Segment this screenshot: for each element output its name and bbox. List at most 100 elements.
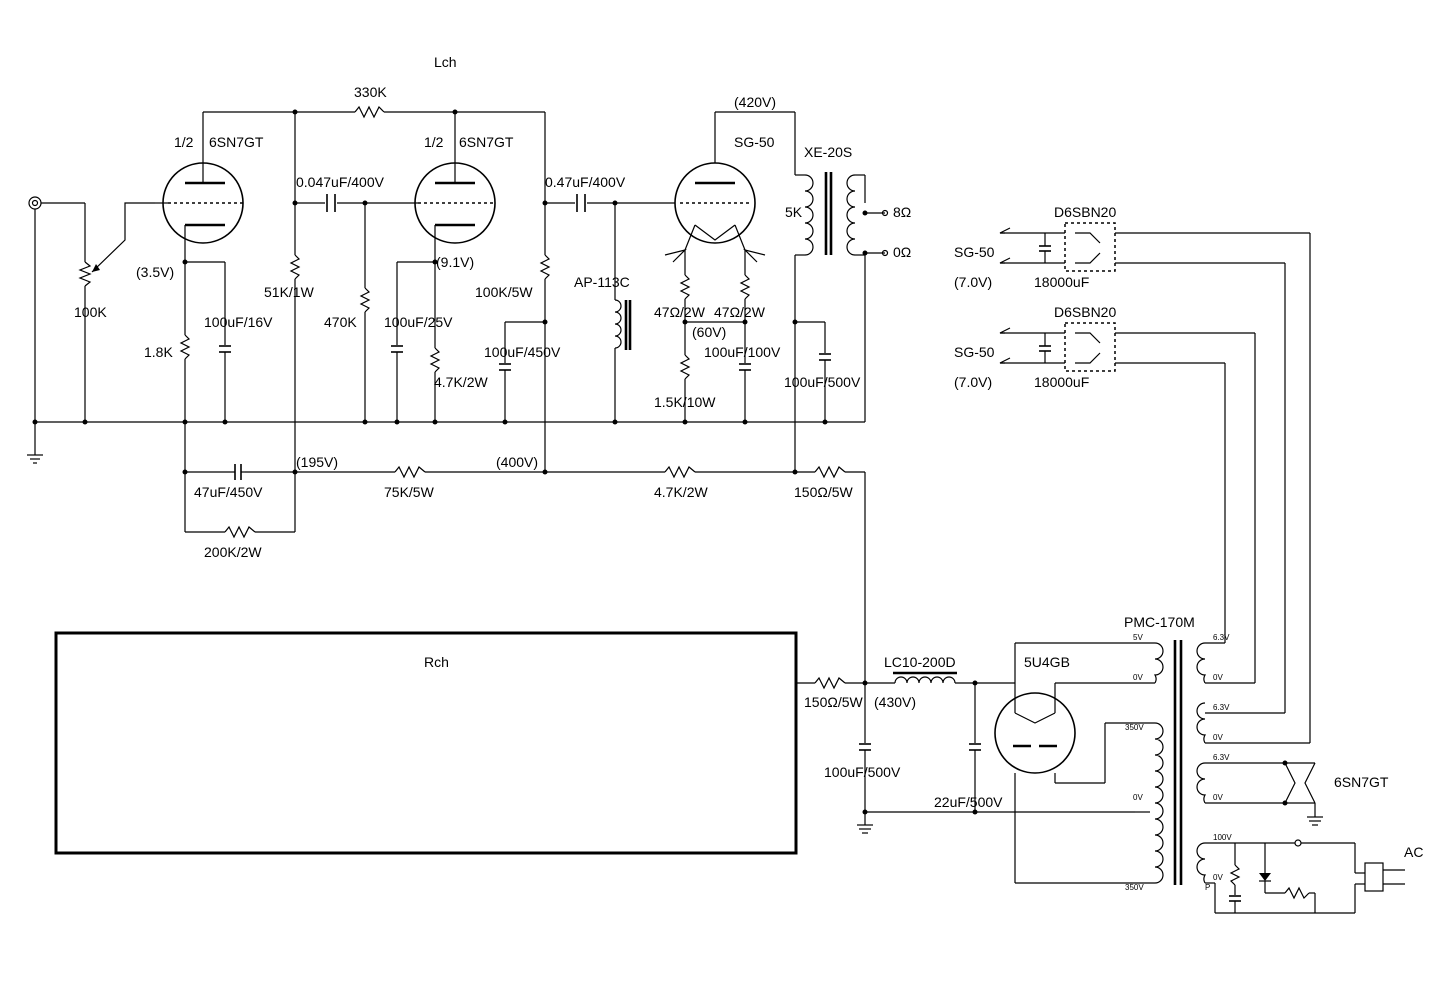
label-1-5k: 1.5K/10W — [654, 394, 716, 410]
tap-0v-e: 0V — [1213, 793, 1223, 802]
label-5u4gb: 5U4GB — [1024, 654, 1070, 670]
label-tube2-half: 1/2 — [424, 134, 444, 150]
label-470k: 470K — [324, 314, 357, 330]
label-5k: 5K — [785, 204, 803, 220]
tap-6-3v-b: 6.3V — [1213, 703, 1230, 712]
label-4-7k2w: 4.7K/2W — [434, 374, 488, 390]
label-sg50-h1: SG-50 — [954, 244, 995, 260]
resistor-1-5k — [679, 354, 691, 380]
tap-100v: 100V — [1213, 833, 1232, 842]
label-8ohm: 8Ω — [893, 204, 911, 220]
label-ap113c: AP-113C — [574, 274, 630, 290]
label-tube1-half: 1/2 — [174, 134, 194, 150]
label-c100-16: 100uF/16V — [204, 314, 273, 330]
tube-v1 — [155, 112, 245, 262]
label-0ohm: 0Ω — [893, 244, 911, 260]
heater-supply-2 — [999, 322, 1256, 683]
tap-0v-d: 0V — [1213, 733, 1223, 742]
label-c100-500b: 100uF/500V — [824, 764, 901, 780]
rch-block — [54, 631, 798, 855]
label-c0047: 0.047uF/400V — [296, 174, 385, 190]
label-200k: 200K/2W — [204, 544, 262, 560]
label-18000-a: 18000uF — [1034, 274, 1089, 290]
label-6sn7-heater: 6SN7GT — [1334, 774, 1389, 790]
resistor-150a — [814, 465, 846, 479]
choke-ap113c — [614, 299, 632, 350]
choke-lc10 — [893, 671, 957, 684]
label-47b: 47Ω/2W — [714, 304, 766, 320]
resistor-150b — [814, 676, 846, 690]
tap-0v-a: 0V — [1133, 673, 1143, 682]
tube-v2 — [414, 112, 496, 262]
label-c047: 0.47uF/400V — [545, 174, 626, 190]
label-c47-450: 47uF/450V — [194, 484, 263, 500]
label-d6sbn20-b: D6SBN20 — [1054, 304, 1116, 320]
label-330k: 330K — [354, 84, 387, 100]
resistor-47b — [739, 274, 751, 300]
transformer-xe20s — [794, 112, 889, 257]
tap-0v-f: 0V — [1213, 873, 1223, 882]
label-ac: AC — [1404, 844, 1423, 860]
tap-0v-b: 0V — [1133, 793, 1143, 802]
resistor-470k — [359, 287, 371, 313]
tap-p: P — [1205, 883, 1210, 892]
resistor-200k — [224, 525, 256, 539]
label-51k: 51K/1W — [264, 284, 315, 300]
label-150a: 150Ω/5W — [794, 484, 854, 500]
label-pot-100k: 100K — [74, 304, 107, 320]
label-xe20s: XE-20S — [804, 144, 852, 160]
transformer-pmc170m — [1135, 640, 1207, 885]
resistor-51k — [289, 254, 301, 280]
label-tube2-name: 6SN7GT — [459, 134, 514, 150]
lch-label: Lch — [434, 54, 457, 70]
volume-pot — [78, 202, 155, 422]
input-jack — [27, 196, 86, 464]
resistor-330k — [354, 105, 385, 119]
tap-350v-b: 350V — [1125, 883, 1144, 892]
resistor-4-7k — [429, 347, 441, 373]
resistor-4-7k-b — [664, 465, 696, 479]
label-sg50-out: SG-50 — [734, 134, 775, 150]
label-d6sbn20-a: D6SBN20 — [1054, 204, 1116, 220]
label-pmc170m: PMC-170M — [1124, 614, 1195, 630]
rch-label: Rch — [424, 654, 449, 670]
label-c22-500: 22uF/500V — [934, 794, 1003, 810]
label-7v-b: (7.0V) — [954, 374, 992, 390]
label-c100-100: 100uF/100V — [704, 344, 781, 360]
label-420v: (420V) — [734, 94, 776, 110]
tap-6-3v-a: 6.3V — [1213, 633, 1230, 642]
label-sg50-h2: SG-50 — [954, 344, 995, 360]
label-430v: (430V) — [874, 694, 916, 710]
resistor-47a — [679, 274, 691, 300]
heater-supply-1 — [999, 222, 1311, 743]
b-plus-rail — [185, 471, 866, 683]
label-c100-500a: 100uF/500V — [784, 374, 861, 390]
tap-6-3v-c: 6.3V — [1213, 753, 1230, 762]
tap-350v-a: 350V — [1125, 723, 1144, 732]
label-100k5w: 100K/5W — [475, 284, 533, 300]
label-75k: 75K/5W — [384, 484, 435, 500]
label-c100-25: 100uF/25V — [384, 314, 453, 330]
label-150b: 150Ω/5W — [804, 694, 864, 710]
tube-5u4gb — [994, 643, 1076, 774]
label-60v: (60V) — [692, 324, 726, 340]
label-7v-a: (7.0V) — [954, 274, 992, 290]
resistor-1-8k — [179, 334, 191, 360]
label-47a: 47Ω/2W — [654, 304, 706, 320]
label-tube1-name: 6SN7GT — [209, 134, 264, 150]
label-18000-b: 18000uF — [1034, 374, 1089, 390]
label-400v: (400V) — [496, 454, 538, 470]
label-lc10: LC10-200D — [884, 654, 956, 670]
label-195v: (195V) — [296, 454, 338, 470]
label-3-5v: (3.5V) — [136, 264, 174, 280]
resistor-75k — [394, 465, 426, 479]
label-4-7k2w-b: 4.7K/2W — [654, 484, 708, 500]
tap-0v-c: 0V — [1213, 673, 1223, 682]
resistor-100k5w — [539, 254, 551, 280]
tap-5v: 5V — [1133, 633, 1143, 642]
label-9-1v: (9.1V) — [436, 254, 474, 270]
tube-sg50 — [664, 111, 795, 263]
label-c100-450: 100uF/450V — [484, 344, 561, 360]
label-1-8k: 1.8K — [144, 344, 173, 360]
